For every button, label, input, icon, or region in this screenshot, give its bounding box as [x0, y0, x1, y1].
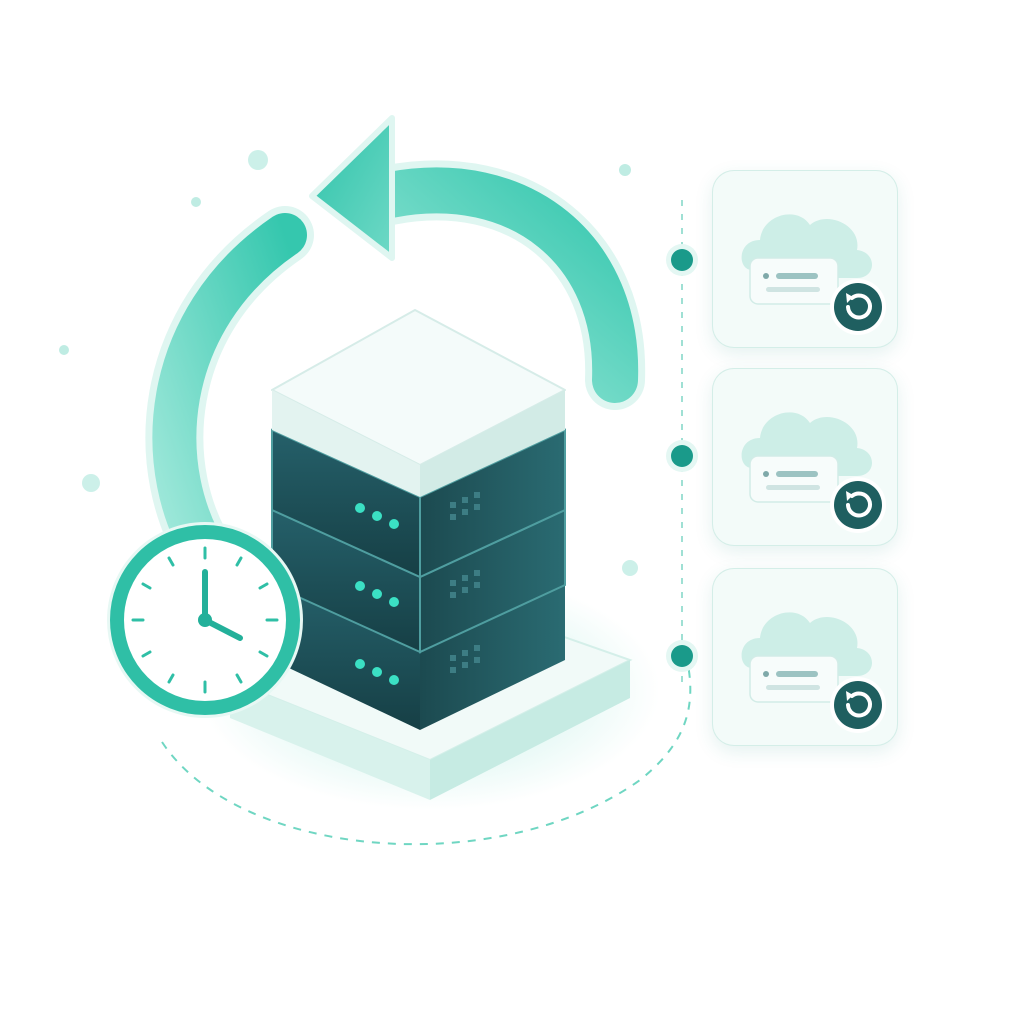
connector-nodes — [666, 244, 698, 672]
refresh-arrow-icon — [145, 115, 646, 589]
decorative-dots — [59, 150, 638, 576]
backup-card-2[interactable] — [712, 368, 898, 546]
backup-card-1[interactable] — [712, 170, 898, 348]
backup-card-3[interactable] — [712, 568, 898, 746]
cloud-server-restore-icon — [741, 412, 886, 533]
server-stack-icon — [271, 309, 566, 730]
dashed-orbit — [161, 639, 692, 846]
cloud-server-restore-icon — [741, 214, 886, 335]
clock-icon — [107, 522, 303, 718]
cloud-server-restore-icon — [741, 612, 886, 733]
